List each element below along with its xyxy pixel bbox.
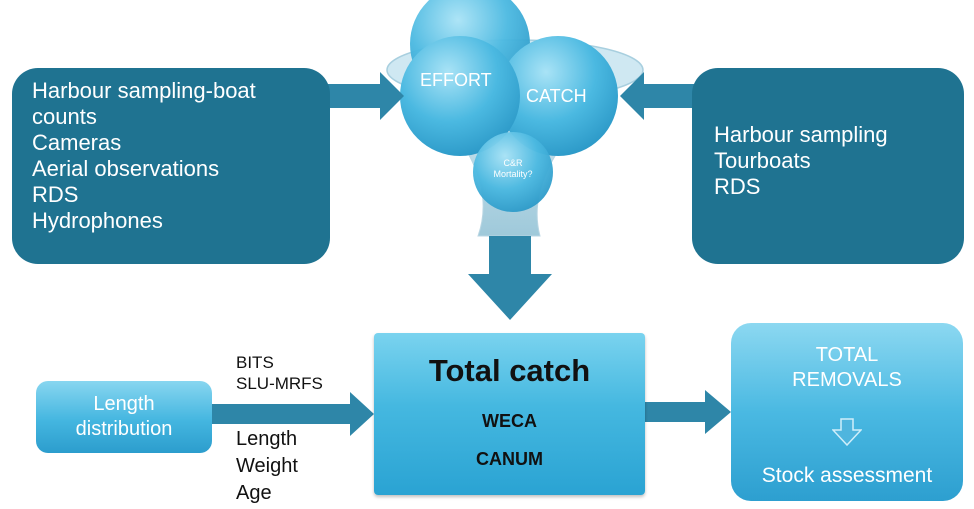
- length-line: Length: [93, 393, 155, 415]
- length-line: distribution: [75, 418, 173, 440]
- mortality-label: C&R Mortality?: [478, 158, 548, 180]
- length-text: Length distribution: [36, 392, 212, 442]
- arrow-length-to-total: [212, 392, 374, 436]
- catch-label: CATCH: [526, 86, 587, 106]
- measure-item: Weight: [236, 455, 298, 477]
- list-item: Harbour sampling: [714, 122, 888, 147]
- stock-assessment-label: Stock assessment: [761, 464, 933, 487]
- source-item: BITS: [236, 353, 274, 372]
- total-catch-title: Total catch: [428, 353, 591, 388]
- measure-list: Length Weight Age: [236, 426, 298, 507]
- list-item: Hydrophones: [32, 208, 163, 233]
- down-arrow-icon: [832, 418, 862, 446]
- arrow-left-to-funnel: [328, 72, 404, 120]
- catch-bubble: [498, 36, 618, 156]
- list-item: Aerial observations: [32, 156, 220, 181]
- total-catch-box: Total catch WECA CANUM: [374, 333, 645, 495]
- survey-sources: BITS SLU-MRFS: [236, 352, 323, 394]
- removals-title-line: TOTAL: [815, 344, 879, 366]
- removals-title-line: REMOVALS: [792, 369, 902, 391]
- arrow-total-to-removals: [645, 390, 731, 434]
- effort-bubble: [400, 36, 520, 156]
- catch-data-sources: Harbour sampling Tourboats RDS: [692, 68, 964, 264]
- list-item: RDS: [714, 174, 761, 199]
- length-distribution-box: Length distribution: [36, 381, 212, 453]
- list-item: RDS: [32, 182, 79, 207]
- list-item: counts: [32, 104, 97, 129]
- arrow-right-to-funnel: [620, 72, 694, 120]
- list-item: Cameras: [32, 130, 122, 155]
- canum-label: CANUM: [476, 449, 543, 469]
- mortality-line: Mortality?: [493, 169, 533, 179]
- mortality-line: C&R: [503, 158, 523, 168]
- mortality-bubble: [473, 132, 553, 212]
- effort-label: EFFORT: [420, 70, 492, 90]
- effort-data-sources: Harbour sampling-boat counts Cameras Aer…: [12, 68, 330, 264]
- source-item: SLU-MRFS: [236, 374, 323, 393]
- weca-label: WECA: [482, 411, 537, 431]
- measure-item: Age: [236, 482, 272, 504]
- list-item: Tourboats: [714, 148, 811, 173]
- total-removals-box: TOTAL REMOVALS Stock assessment: [731, 323, 963, 501]
- measure-item: Length: [236, 428, 298, 450]
- list-item: Harbour sampling-boat: [32, 78, 256, 103]
- arrow-funnel-to-total: [468, 236, 552, 320]
